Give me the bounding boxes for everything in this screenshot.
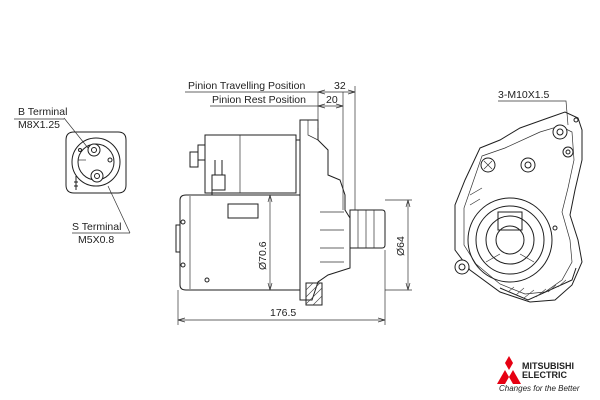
s-terminal-leader bbox=[107, 185, 131, 234]
overall-length-value: 176.5 bbox=[270, 307, 296, 319]
pinion-diameter-dimension: Ø64 bbox=[385, 199, 412, 291]
brand-tagline: Changes for the Better bbox=[499, 384, 580, 393]
body-diameter-value: Ø70.6 bbox=[257, 241, 269, 270]
travel-dimension: 32 bbox=[334, 80, 346, 92]
b-terminal-label: B Terminal bbox=[18, 106, 67, 118]
s-terminal-label: S Terminal bbox=[72, 221, 121, 233]
rest-dimension: 20 bbox=[326, 94, 338, 106]
overall-length-dimension: 176.5 bbox=[177, 250, 386, 325]
pinion-dimensions: Pinion Travelling Position Pinion Rest P… bbox=[185, 80, 356, 210]
pinion-diameter-value: Ø64 bbox=[395, 236, 407, 256]
front-view-flange bbox=[454, 111, 583, 303]
s-terminal-thread: M5X0.8 bbox=[78, 234, 114, 246]
b-terminal-leader bbox=[63, 117, 89, 149]
b-terminal-thread: M8X1.25 bbox=[18, 119, 60, 131]
end-view-terminals bbox=[65, 131, 127, 194]
pinion-travelling-label: Pinion Travelling Position bbox=[188, 80, 305, 92]
brand-name-line1: MITSUBISHI bbox=[522, 361, 574, 371]
bolt-holes-label: 3-M10X1.5 bbox=[498, 89, 550, 101]
mitsubishi-logo bbox=[497, 356, 521, 384]
brand-block: MITSUBISHI ELECTRIC Changes for the Bett… bbox=[497, 356, 580, 393]
body-diameter-dimension: Ø70.6 bbox=[257, 194, 273, 291]
brand-name-line2: ELECTRIC bbox=[522, 370, 568, 380]
pinion-rest-label: Pinion Rest Position bbox=[212, 94, 306, 106]
side-view-starter bbox=[175, 119, 386, 306]
bolt-holes-leader bbox=[498, 100, 569, 126]
